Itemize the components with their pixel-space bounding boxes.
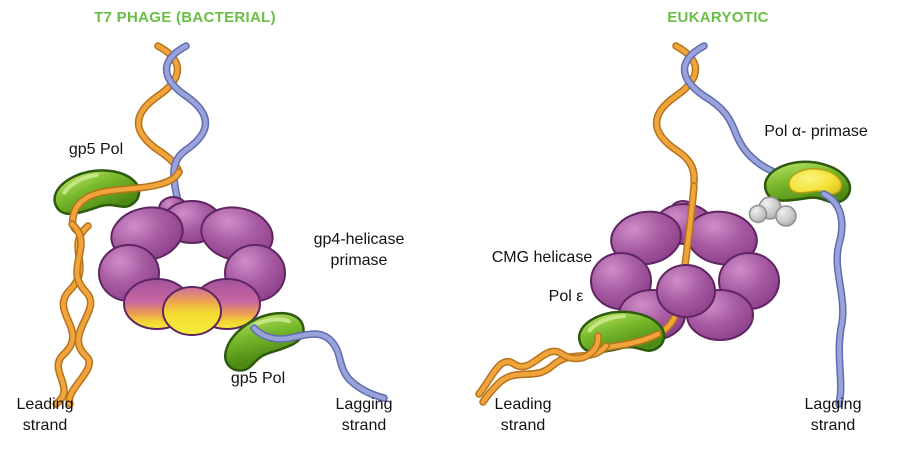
cmg-lobe xyxy=(610,210,682,266)
euk-parental-dna-helix xyxy=(657,46,807,184)
t7-panel xyxy=(48,46,384,404)
label-lagging-strand-right: Lagging strand xyxy=(804,396,862,434)
label-cmg-helicase: CMG helicase xyxy=(491,249,593,266)
label-gp5-pol-bottom: gp5 Pol xyxy=(230,370,286,387)
label-gp4-helicase-primase: gp4-helicase primase xyxy=(313,231,405,269)
primase-subunit-sphere xyxy=(775,205,797,227)
label-leading-strand-left: Leading strand xyxy=(16,396,74,434)
eukaryotic-panel-title: EUKARYOTIC xyxy=(667,9,769,26)
t7-panel-title: T7 PHAGE (BACTERIAL) xyxy=(94,9,276,26)
t7-leading-strand-duplex xyxy=(56,224,91,404)
label-pol-epsilon: Pol ε xyxy=(548,288,584,305)
label-lagging-strand-left: Lagging strand xyxy=(335,396,393,434)
cmg-front-lobe xyxy=(656,264,716,318)
primase-subunits xyxy=(748,196,797,227)
label-gp5-pol-top: gp5 Pol xyxy=(68,141,124,158)
eukaryotic-panel xyxy=(479,46,853,404)
primase-lobe xyxy=(162,286,222,336)
gp4-helicase-primase-complex xyxy=(98,196,286,336)
pol-epsilon-polymerase xyxy=(574,303,668,364)
primase-subunit-sphere xyxy=(748,204,768,224)
euk-lagging-strand xyxy=(824,194,843,404)
label-leading-strand-right: Leading strand xyxy=(494,396,552,434)
gp5-polymerase-leading xyxy=(48,158,144,227)
label-pol-alpha-primase: Pol α- primase xyxy=(764,123,868,140)
